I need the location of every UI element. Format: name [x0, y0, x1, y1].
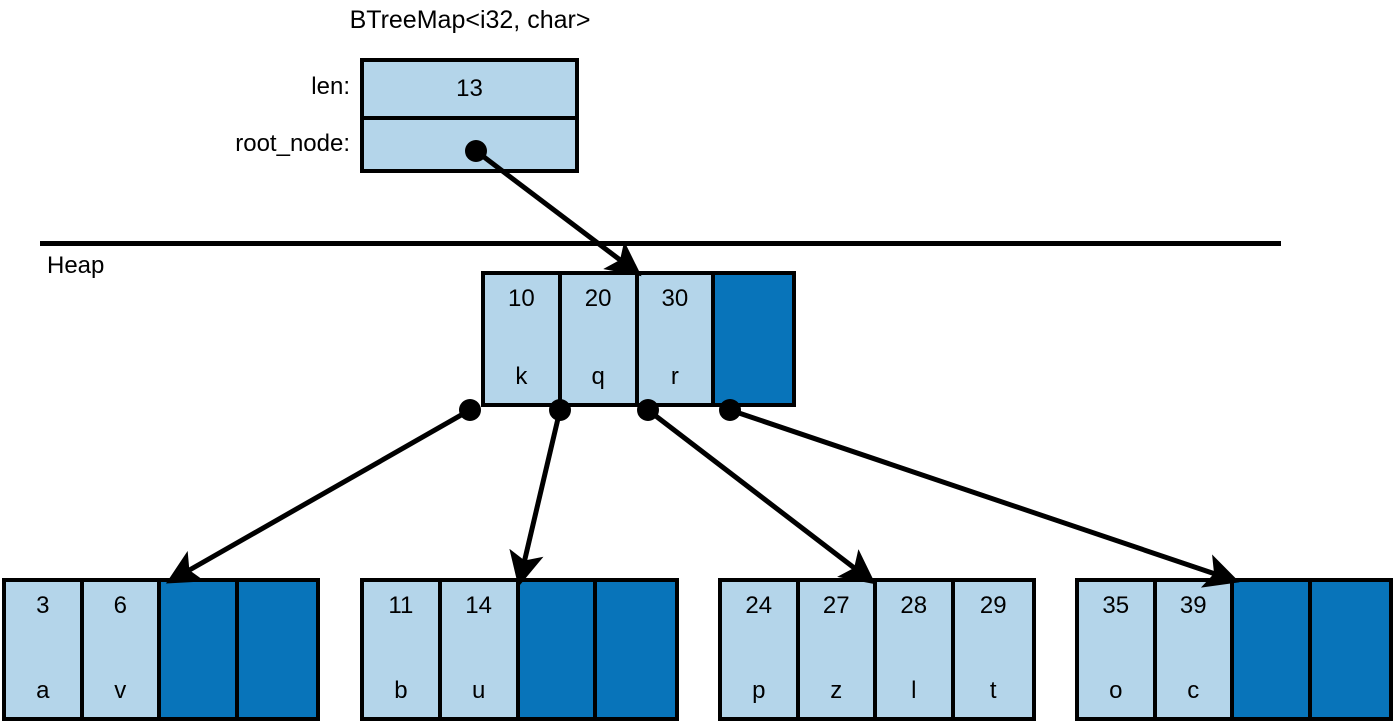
struct-type-title: BTreeMap<i32, char>	[349, 6, 591, 34]
node-cell: 29 t	[954, 582, 1032, 717]
node-cell-key: 6	[113, 592, 127, 619]
node-cell-value: c	[1187, 677, 1200, 704]
node-cell-value: a	[36, 677, 50, 704]
pointer-root-node	[481, 154, 642, 277]
node-cell-value: k	[515, 363, 528, 390]
pointer-child-0-dot	[459, 399, 481, 421]
root-node: 10 k 20 q 30 r	[481, 271, 796, 407]
pointer-child-3	[737, 410, 1240, 588]
node-cell-key: 35	[1102, 592, 1130, 619]
node-cell-key: 20	[584, 285, 612, 312]
leaf-node-1: 11 b 14 u	[360, 578, 679, 721]
node-cell: 27 z	[799, 582, 877, 717]
node-cell: 30 r	[638, 275, 716, 403]
node-cell: 28 l	[877, 582, 955, 717]
pointer-child-2	[653, 413, 876, 585]
node-cell-value: t	[989, 677, 997, 704]
node-cell-key: 24	[745, 592, 773, 619]
leaf-node-3: 35 o 39 c	[1075, 578, 1393, 721]
node-cell-value: p	[752, 677, 766, 704]
node-cell-key: 29	[979, 592, 1007, 619]
node-cell: 24 p	[722, 582, 800, 717]
node-cell-empty	[715, 275, 792, 403]
node-cell: 14 u	[441, 582, 520, 717]
pointer-child-0	[165, 412, 464, 584]
node-cell: 39 c	[1156, 582, 1234, 717]
node-cell-value: r	[670, 363, 679, 390]
node-cell-value: v	[114, 677, 127, 704]
node-cell: 10 k	[485, 275, 562, 403]
node-cell: 11 b	[364, 582, 442, 717]
node-cell-key: 30	[661, 285, 689, 312]
node-cell-key: 11	[388, 592, 414, 619]
node-cell-empty	[1234, 582, 1312, 717]
node-cell-value: z	[830, 677, 843, 704]
heap-region-label: Heap	[47, 252, 105, 279]
struct-field-root-node-value	[364, 115, 575, 169]
struct-field-len-value: 13	[364, 62, 575, 116]
leaf-node-2: 24 p 27 z 28 l 29 t	[718, 578, 1036, 721]
node-cell-value: u	[471, 677, 486, 704]
node-cell: 20 q	[561, 275, 639, 403]
pointer-child-1	[509, 418, 561, 587]
node-cell-key: 10	[508, 285, 535, 312]
node-cell-value: l	[911, 677, 917, 704]
node-cell-key: 39	[1179, 592, 1207, 619]
heap-divider-line	[40, 241, 1281, 246]
field-label-len: len:	[311, 73, 350, 100]
btreemap-struct-box: 13	[360, 58, 579, 173]
node-cell-value: o	[1109, 677, 1123, 704]
node-cell-key: 3	[36, 592, 50, 619]
node-cell-value: b	[394, 677, 408, 704]
node-cell: 35 o	[1079, 582, 1157, 717]
node-cell-empty	[161, 582, 239, 717]
node-cell-empty	[238, 582, 316, 717]
node-cell-empty	[1311, 582, 1389, 717]
node-cell-value: q	[591, 363, 605, 390]
node-cell-key: 14	[465, 592, 492, 619]
field-label-root-node: root_node:	[235, 130, 350, 157]
node-cell-empty	[519, 582, 598, 717]
node-cell-key: 28	[900, 592, 928, 619]
node-cell-empty	[597, 582, 675, 717]
node-cell-key: 27	[822, 592, 850, 619]
